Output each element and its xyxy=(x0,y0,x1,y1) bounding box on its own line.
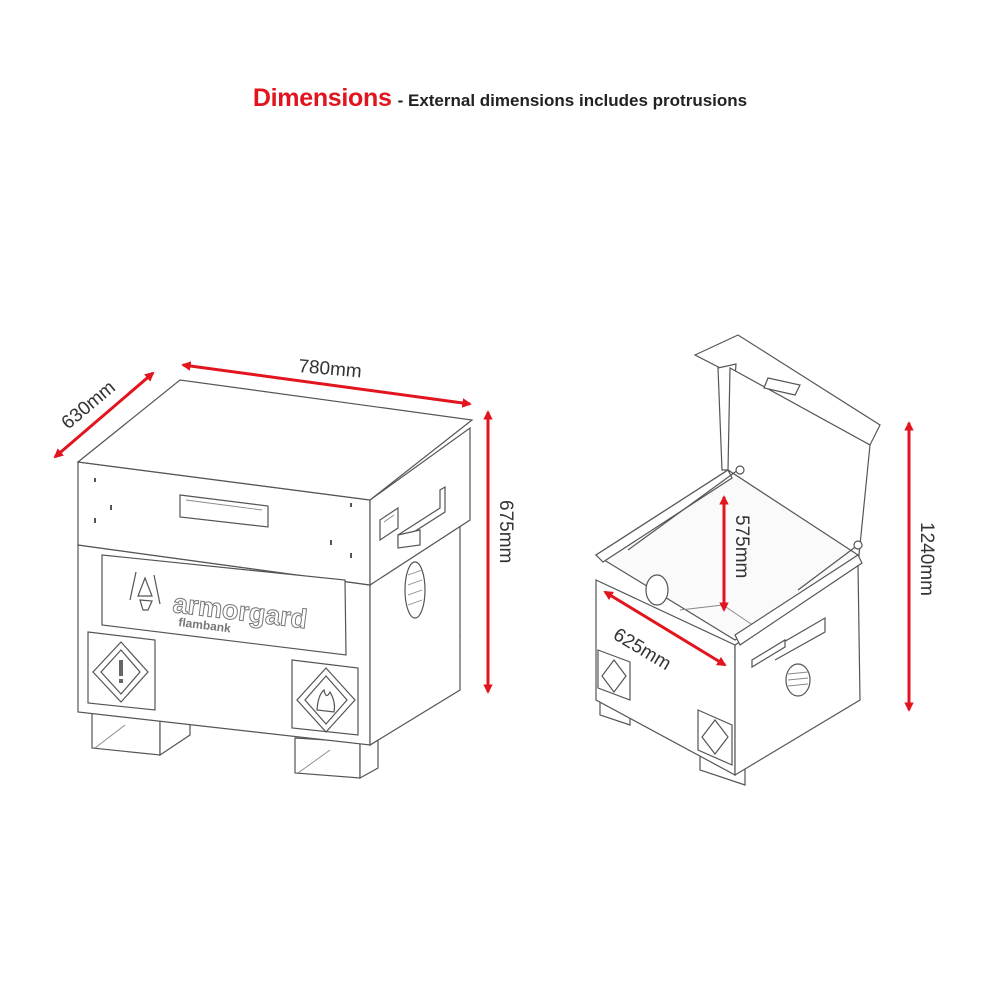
product-name: flambank xyxy=(178,615,232,635)
brand-panel xyxy=(101,554,347,656)
dimension-675: 675mm xyxy=(483,410,516,694)
closed-box-drawing: armorgard flambank xyxy=(76,379,474,780)
title-main: Dimensions xyxy=(252,84,392,112)
interior-vent-icon xyxy=(645,574,669,606)
open-side-hasp xyxy=(751,638,786,669)
dimension-label-width: 780mm xyxy=(298,356,363,382)
dimension-label-height: 675mm xyxy=(495,500,516,563)
lid-fixings xyxy=(94,478,352,558)
rim-left xyxy=(595,469,733,563)
dimension-780: 780mm xyxy=(181,356,472,408)
rim-right xyxy=(734,554,863,646)
title-subtitle: - External dimensions includes protrusio… xyxy=(397,91,748,110)
side-vent-icon xyxy=(404,561,426,619)
warning-label-icon xyxy=(87,631,156,711)
dimension-label-overall-height: 1240mm xyxy=(916,522,937,596)
open-side-vent-icon xyxy=(785,663,811,697)
open-flammable-label-icon xyxy=(697,709,733,766)
dimension-1240: 1240mm xyxy=(904,421,937,712)
lid-side xyxy=(369,426,471,587)
page-title: Dimensions - External dimensions includes… xyxy=(0,84,1000,113)
dimension-575: 575mm xyxy=(719,495,752,612)
lid-handle-recess xyxy=(179,494,269,528)
side-hasp xyxy=(379,506,399,542)
flammable-label-icon xyxy=(291,659,359,736)
dimension-label-depth: 630mm xyxy=(58,377,120,434)
dimension-label-internal-height: 575mm xyxy=(731,515,752,578)
side-handle xyxy=(397,485,446,549)
open-side-handle xyxy=(769,616,826,661)
armorgard-logo-icon xyxy=(129,571,161,611)
open-lid-handle xyxy=(763,377,801,396)
